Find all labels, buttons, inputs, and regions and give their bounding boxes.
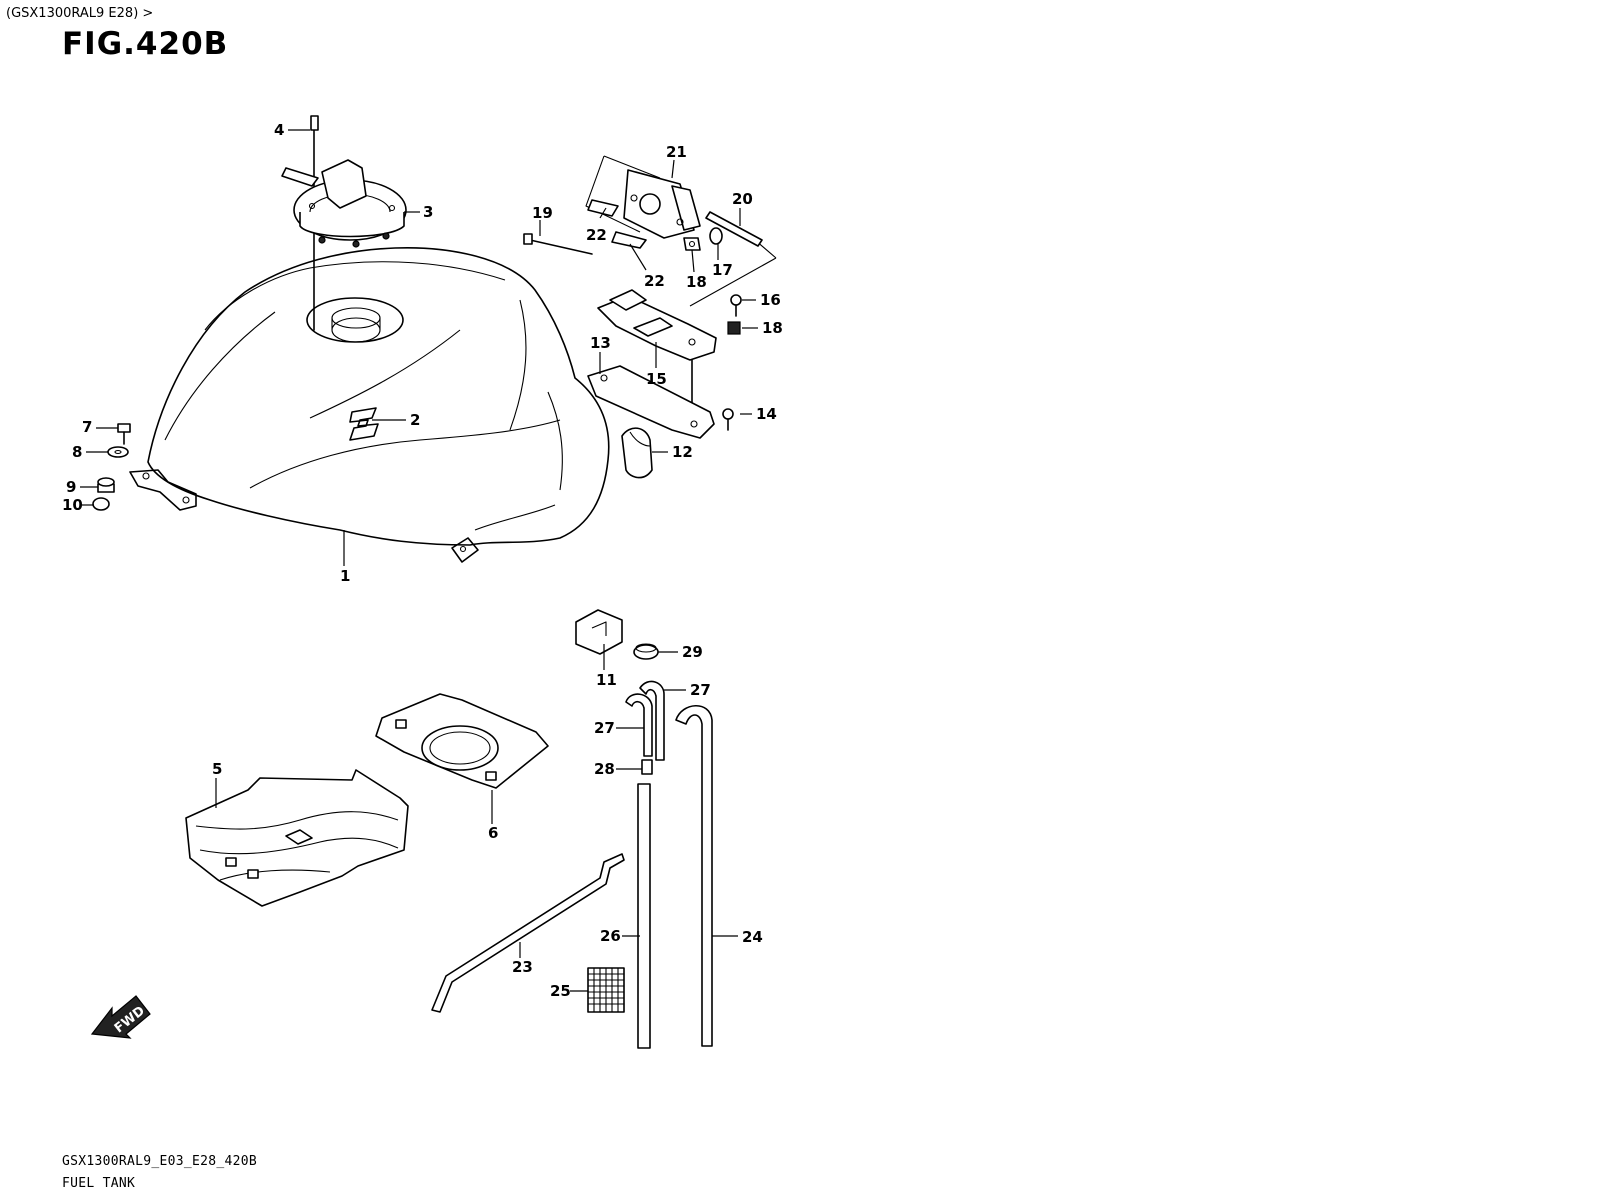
callout-11[interactable]: 11 (596, 671, 617, 689)
callout-15[interactable]: 15 (646, 370, 667, 388)
mesh-pad (587, 967, 625, 1013)
callout-7[interactable]: 7 (82, 418, 92, 436)
fuel-tank (129, 246, 610, 563)
filler-tray (375, 693, 549, 789)
breadcrumb[interactable]: (GSX1300RAL9 E28) > (6, 6, 154, 21)
callout-22-b[interactable]: 22 (644, 272, 665, 290)
mount-hardware (92, 423, 131, 511)
callout-24[interactable]: 24 (742, 928, 763, 946)
callout-6[interactable]: 6 (488, 824, 498, 842)
callout-5[interactable]: 5 (212, 760, 222, 778)
figure-title: FIG.420B (62, 26, 229, 62)
callout-13[interactable]: 13 (590, 334, 611, 352)
callout-14[interactable]: 14 (756, 405, 777, 423)
callout-26[interactable]: 26 (600, 927, 621, 945)
callout-23[interactable]: 23 (512, 958, 533, 976)
callout-27-a[interactable]: 27 (690, 681, 711, 699)
callout-18-b[interactable]: 18 (762, 319, 783, 337)
callout-25[interactable]: 25 (550, 982, 571, 1000)
callout-12[interactable]: 12 (672, 443, 693, 461)
fuel-cap (281, 115, 407, 331)
callout-29[interactable]: 29 (682, 643, 703, 661)
diagram-code: GSX1300RAL9_E03_E28_420B (62, 1154, 258, 1169)
callout-4[interactable]: 4 (274, 121, 284, 139)
callout-17[interactable]: 17 (712, 261, 733, 279)
callout-21[interactable]: 21 (666, 143, 687, 161)
callout-9[interactable]: 9 (66, 478, 76, 496)
callout-labels: 1 2 3 4 5 6 7 8 9 10 11 12 13 14 15 16 1… (62, 121, 783, 1000)
callout-2[interactable]: 2 (410, 411, 420, 429)
hoses-and-misc (431, 609, 713, 1049)
callout-18-a[interactable]: 18 (686, 273, 707, 291)
callout-16[interactable]: 16 (760, 291, 781, 309)
callout-28[interactable]: 28 (594, 760, 615, 778)
callout-3[interactable]: 3 (423, 203, 433, 221)
callout-1[interactable]: 1 (340, 567, 350, 585)
tank-tray (185, 769, 409, 907)
callout-10[interactable]: 10 (62, 496, 83, 514)
diagram-name: FUEL TANK (62, 1176, 136, 1191)
leader-lines (80, 129, 758, 992)
hinge-bracket-assembly (523, 155, 777, 479)
fwd-arrow: FWD (90, 995, 151, 1039)
callout-27-b[interactable]: 27 (594, 719, 615, 737)
callout-8[interactable]: 8 (72, 443, 82, 461)
callout-22-a[interactable]: 22 (586, 226, 607, 244)
callout-19[interactable]: 19 (532, 204, 553, 222)
callout-20[interactable]: 20 (732, 190, 753, 208)
